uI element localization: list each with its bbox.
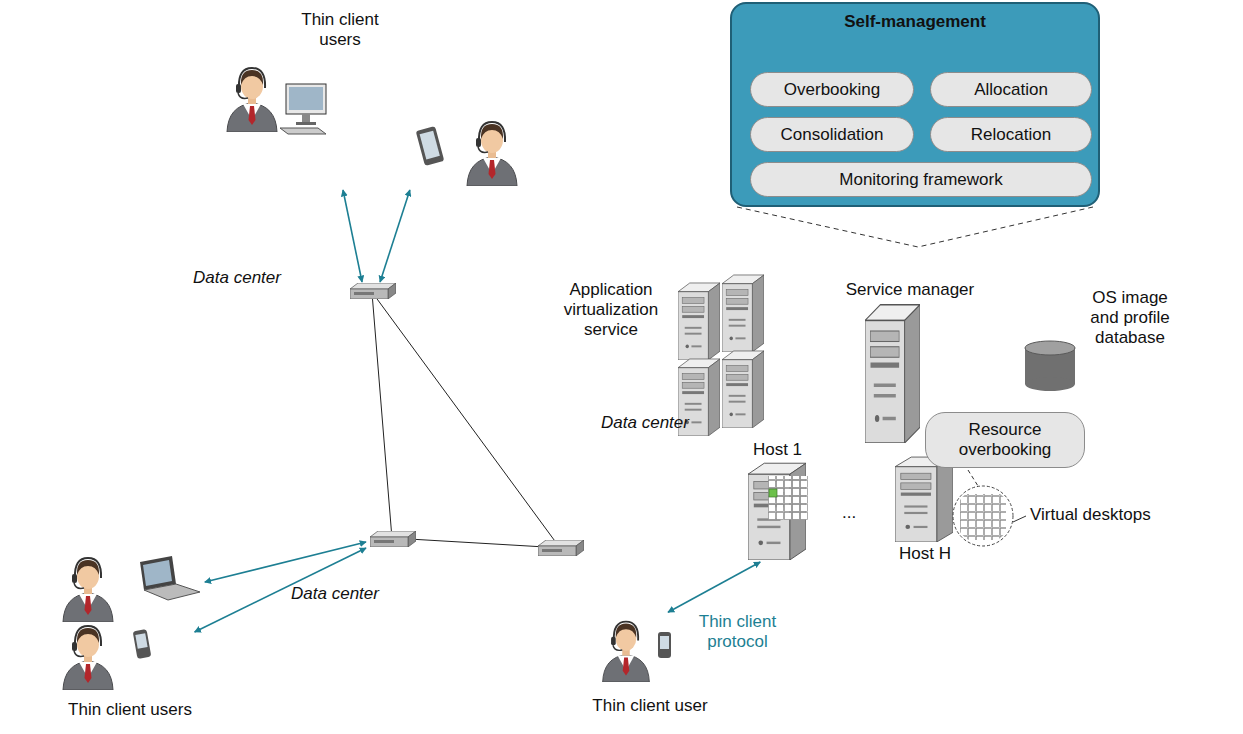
host-node: Host H bbox=[880, 456, 970, 568]
tablet-body bbox=[416, 126, 445, 166]
phone-icon bbox=[133, 629, 152, 659]
host-server-icon bbox=[895, 457, 953, 542]
node-label: Data center bbox=[280, 584, 390, 604]
virtual-desktop-grid bbox=[960, 494, 1006, 540]
connector bbox=[372, 292, 392, 538]
user-figure bbox=[63, 558, 113, 622]
phone-icon bbox=[658, 632, 671, 658]
pill-label: Relocation bbox=[971, 125, 1051, 145]
node-label: Thin client user bbox=[570, 696, 730, 716]
laptop-base bbox=[144, 584, 200, 600]
function-pill: Consolidation bbox=[750, 117, 914, 152]
server-icon bbox=[678, 283, 720, 360]
user-figure bbox=[467, 122, 517, 186]
node-label: Data center bbox=[182, 268, 292, 288]
connector bbox=[668, 562, 760, 612]
phone-body bbox=[133, 629, 152, 659]
cloud-shape bbox=[252, 529, 443, 648]
host-node: Host 1 bbox=[740, 440, 815, 562]
tablet-screen bbox=[420, 131, 440, 160]
monitor-screen bbox=[289, 87, 323, 110]
callout-bracket bbox=[737, 207, 1093, 247]
database-node: OS image and profile database bbox=[1010, 288, 1195, 388]
node-label: Application virtualization service bbox=[556, 280, 666, 340]
node-label: Host 1 bbox=[740, 440, 815, 460]
connector bbox=[392, 538, 560, 548]
function-pill: Overbooking bbox=[750, 72, 914, 107]
node-label: Thin client users bbox=[290, 10, 390, 50]
leader-line bbox=[968, 470, 978, 486]
function-pill: Allocation bbox=[930, 72, 1092, 107]
node-label: Thin client users bbox=[45, 700, 215, 720]
function-pill: Relocation bbox=[930, 117, 1092, 152]
node-label: Data center bbox=[595, 413, 695, 433]
monitor-stand bbox=[302, 114, 310, 122]
database-top bbox=[1025, 341, 1075, 355]
connector bbox=[343, 190, 362, 282]
laptop-display bbox=[143, 560, 172, 586]
pill-label: Allocation bbox=[974, 80, 1048, 100]
monitor-base bbox=[296, 122, 316, 125]
edge-label: Thin client protocol bbox=[690, 612, 785, 652]
virtual-desktop-grid bbox=[768, 476, 808, 520]
virtual-desktops-circle bbox=[953, 486, 1013, 546]
phone-screen bbox=[135, 633, 147, 649]
cloud-shape bbox=[534, 240, 1206, 583]
connector bbox=[372, 292, 560, 548]
management-panel: Self-managementOverbooking AllocationCons… bbox=[730, 2, 1100, 207]
pill-label: Overbooking bbox=[784, 80, 880, 100]
user-figure bbox=[227, 68, 277, 132]
user-group: Thin client users bbox=[215, 10, 535, 190]
server-icon bbox=[722, 275, 764, 352]
pill-label: Self-management bbox=[732, 12, 1098, 32]
monitor-icon bbox=[286, 84, 326, 114]
callout-label: Virtual desktops bbox=[1030, 505, 1151, 525]
data-center-cloud: Data center bbox=[250, 528, 445, 650]
user-figure bbox=[603, 622, 650, 682]
node-label: Host H bbox=[880, 544, 970, 564]
pill-label: Monitoring framework bbox=[839, 170, 1002, 190]
pill-label: Resource overbooking bbox=[940, 420, 1070, 460]
phone-screen bbox=[660, 636, 669, 649]
node-label: Service manager bbox=[830, 280, 990, 300]
pill-label: Consolidation bbox=[780, 125, 883, 145]
user-figure bbox=[63, 626, 113, 690]
edge-label-box: Thin client protocol bbox=[690, 612, 785, 652]
network-switch bbox=[370, 531, 416, 547]
network-switch bbox=[350, 283, 396, 299]
callout-label-box: Virtual desktops bbox=[1030, 505, 1151, 525]
ellipsis-label: ... bbox=[842, 503, 856, 523]
server-icon bbox=[722, 351, 764, 428]
node-label: OS image and profile database bbox=[1080, 288, 1180, 348]
ellipsis-label-box: ... bbox=[842, 503, 856, 523]
network-switch bbox=[538, 540, 584, 556]
server-icon bbox=[865, 305, 920, 443]
data-center-cloud: Data center Application virtualization se… bbox=[530, 238, 1210, 585]
data-center-cloud: Data center bbox=[160, 232, 385, 332]
database-bottom bbox=[1025, 377, 1075, 391]
tablet-icon bbox=[416, 126, 445, 166]
connector bbox=[380, 190, 410, 282]
function-pill: Monitoring framework bbox=[750, 162, 1092, 197]
user-group: Thin client users bbox=[45, 555, 215, 725]
leader-line bbox=[1013, 516, 1026, 522]
connector bbox=[205, 542, 366, 582]
cloud-shape bbox=[162, 233, 382, 331]
keyboard-icon bbox=[280, 128, 326, 134]
active-desktop bbox=[769, 489, 777, 497]
overbooking-pill: Resource overbooking bbox=[925, 412, 1085, 468]
